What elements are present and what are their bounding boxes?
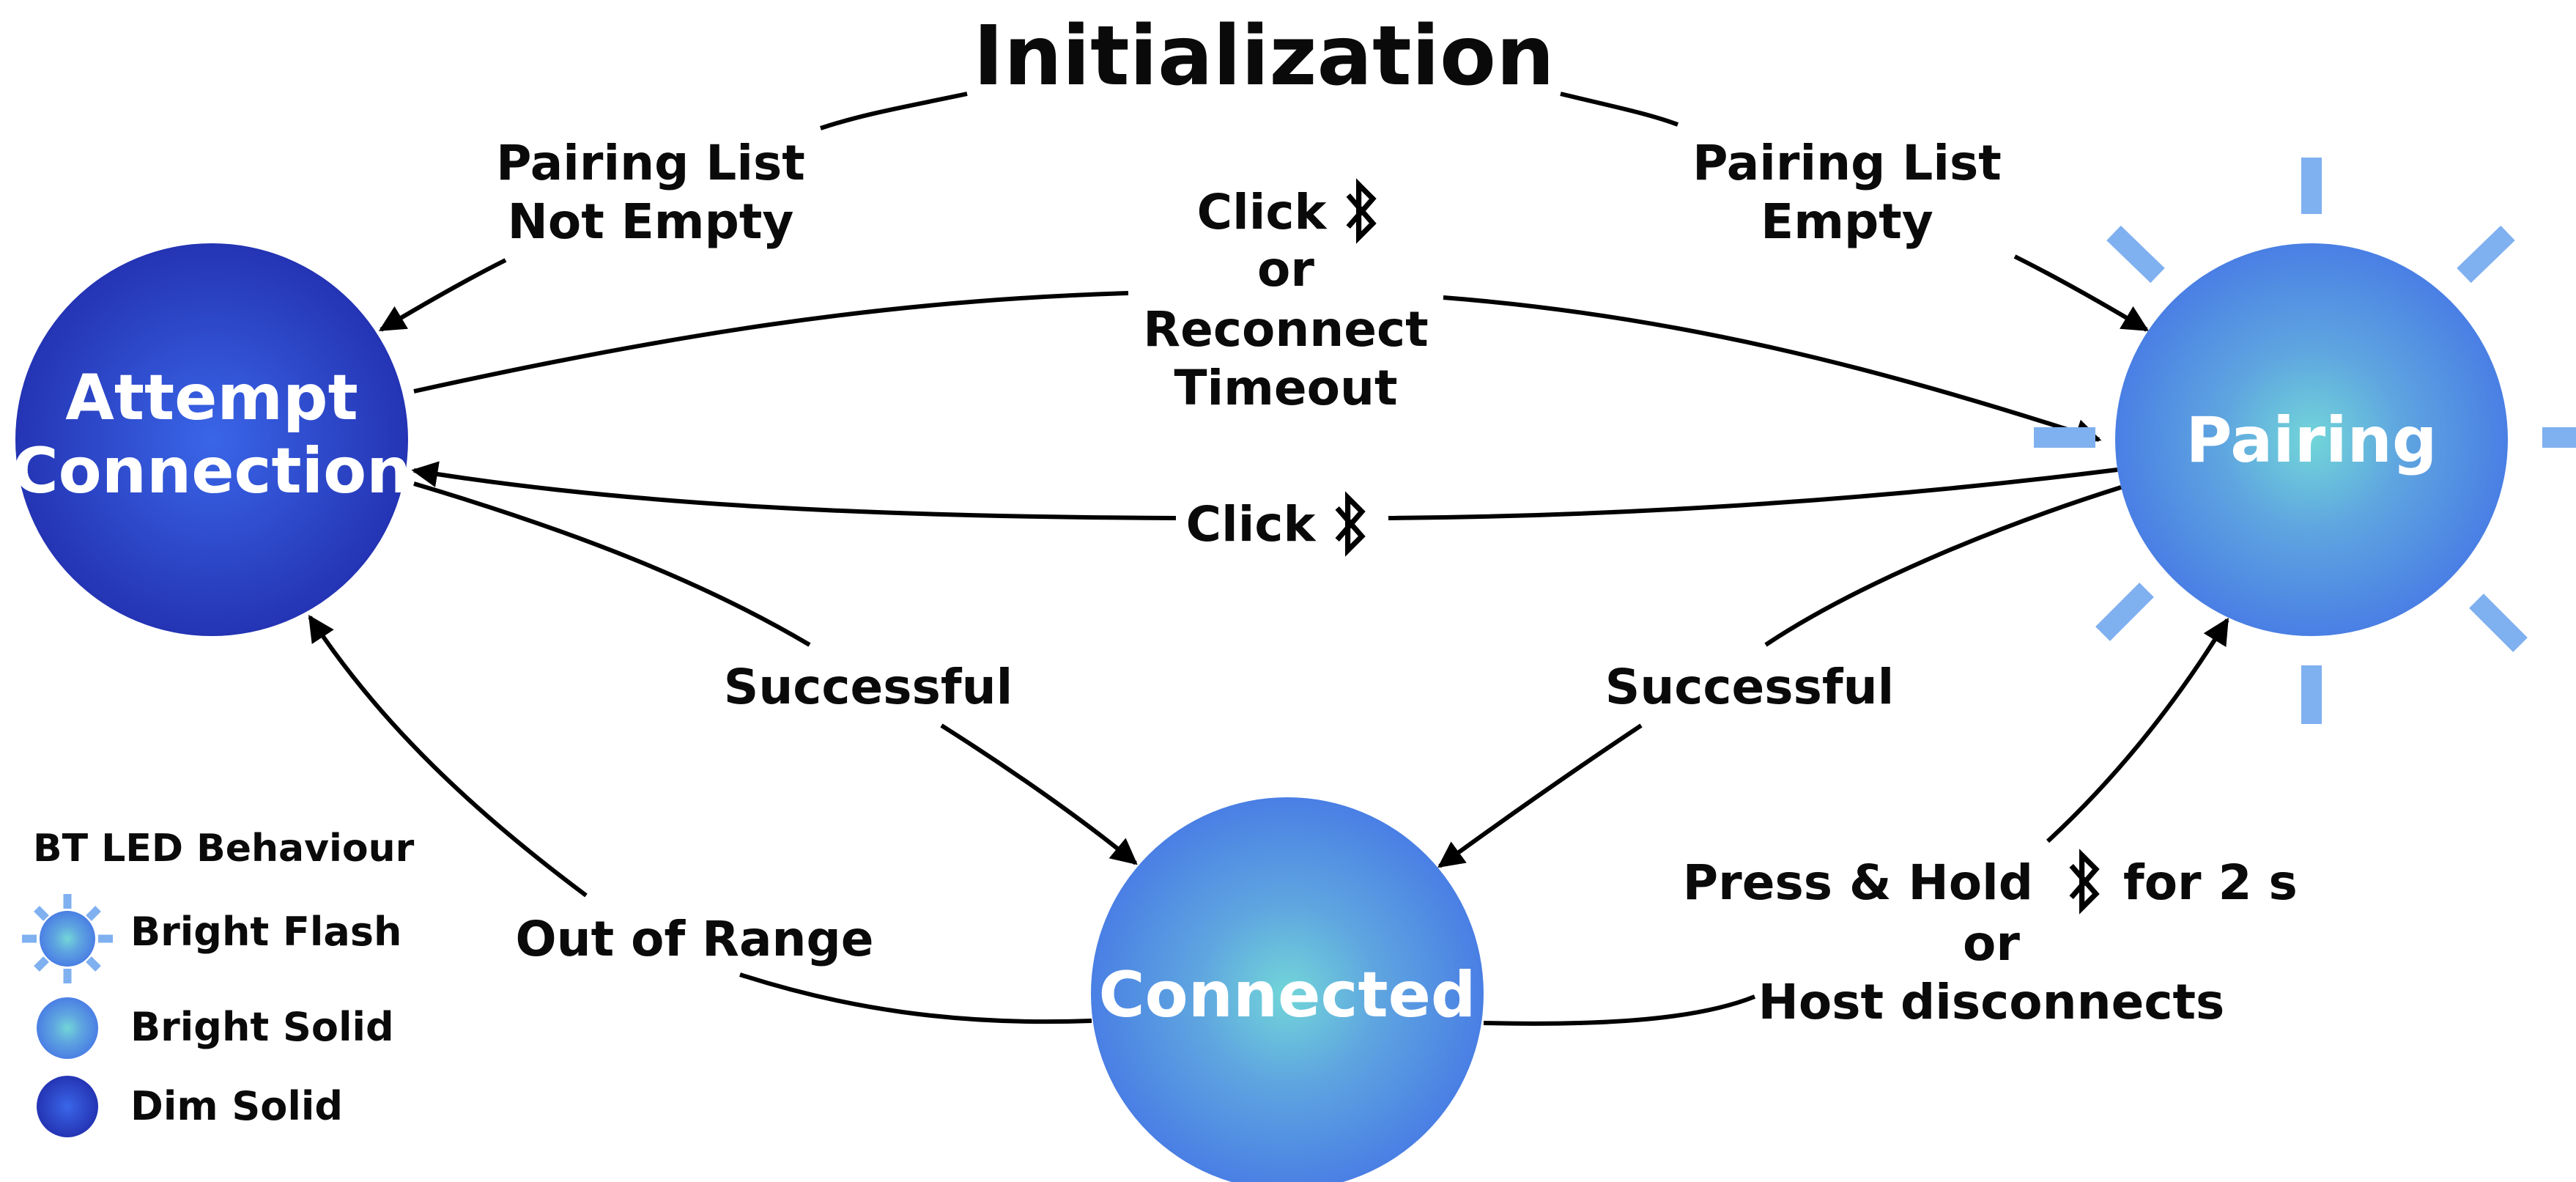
legend-dim-swatch [37, 1076, 98, 1137]
edge-connected-to-attempt-a [739, 972, 1092, 1024]
label-host-disconnects: Host disconnects [1758, 974, 2225, 1030]
edge-init-to-pairing-top [1560, 92, 1679, 127]
edge-pairing-to-connected-a [1764, 485, 2122, 647]
attempt-connection-circle [15, 243, 408, 636]
label-for-2s: for 2 s [2123, 854, 2298, 911]
edge-pairing-to-connected-b [1437, 723, 1643, 868]
legend-item-dim-solid: Dim Solid [37, 1076, 343, 1137]
label-out-of-range: Out of Range [515, 911, 873, 967]
legend-label-bright-flash: Bright Flash [130, 909, 401, 955]
state-connected: Connected [1091, 797, 1484, 1182]
label-pairing-list-not-empty-line2: Not Empty [508, 193, 794, 250]
legend-bright-swatch [37, 997, 98, 1059]
diagram-title: Initialization [973, 9, 1554, 104]
label-or-top: or [1257, 241, 1314, 298]
label-or-bottom: or [1963, 915, 2020, 972]
edge-pairing-to-attempt-b [411, 461, 1177, 520]
pairing-flash-rays [2034, 158, 2576, 724]
state-attempt-connection: Attempt Connection [12, 243, 412, 636]
bluetooth-icon [1348, 185, 1373, 237]
edge-attempt-to-connected-b [940, 723, 1138, 865]
legend-item-bright-flash: Bright Flash [22, 894, 401, 983]
label-press-hold-or-host-disconnects: Press & Hold for 2 s or Host disconnects [1683, 854, 2298, 1030]
legend: BT LED Behaviour Bright Flash Bright Sol… [22, 827, 415, 1137]
edge-pairing-to-attempt-a [1388, 468, 2118, 520]
label-timeout: Timeout [1174, 360, 1397, 416]
connected-label: Connected [1099, 958, 1476, 1032]
edge-init-to-attempt-top [820, 92, 968, 130]
label-pairing-list-empty-line1: Pairing List [1692, 135, 2002, 191]
label-click-or-reconnect-timeout: Click or Reconnect Timeout [1143, 184, 1429, 416]
label-pairing-list-not-empty: Pairing List Not Empty [496, 135, 805, 250]
label-pairing-list-empty: Pairing List Empty [1692, 135, 2002, 250]
legend-label-bright-solid: Bright Solid [130, 1004, 394, 1050]
legend-title: BT LED Behaviour [33, 827, 415, 871]
label-successful-left: Successful [724, 659, 1013, 715]
edge-connected-to-attempt-b [308, 614, 588, 898]
edge-attempt-to-pairing-b [1443, 295, 2102, 446]
legend-item-bright-solid: Bright Solid [37, 997, 394, 1059]
legend-flash-rays [22, 894, 113, 983]
pairing-circle [2115, 243, 2508, 636]
pairing-label: Pairing [2186, 404, 2438, 477]
connected-circle [1091, 797, 1484, 1182]
label-successful-right: Successful [1605, 659, 1894, 715]
attempt-connection-label-line2: Connection [12, 435, 412, 508]
label-pairing-list-not-empty-line1: Pairing List [496, 135, 805, 191]
label-click-middle-text: Click [1186, 496, 1317, 553]
edge-connected-to-pairing-a [1483, 994, 1756, 1026]
label-press-hold: Press & Hold [1683, 854, 2033, 911]
attempt-connection-label-line1: Attempt [65, 361, 358, 435]
edge-init-to-attempt [378, 258, 507, 332]
state-pairing: Pairing [2034, 158, 2576, 724]
label-reconnect: Reconnect [1143, 301, 1428, 358]
edge-attempt-to-pairing-a [413, 291, 1129, 394]
label-pairing-list-empty-line2: Empty [1761, 193, 1933, 250]
edge-attempt-to-connected-a [413, 481, 811, 647]
bluetooth-icon [2071, 855, 2096, 908]
legend-label-dim-solid: Dim Solid [130, 1083, 343, 1129]
edge-connected-to-pairing-b [2046, 617, 2229, 843]
bluetooth-icon [1337, 498, 1362, 550]
legend-flash-swatch [40, 911, 95, 967]
edge-init-to-pairing [2013, 254, 2150, 332]
label-click-middle: Click [1186, 496, 1362, 553]
label-click-top: Click [1197, 184, 1328, 240]
